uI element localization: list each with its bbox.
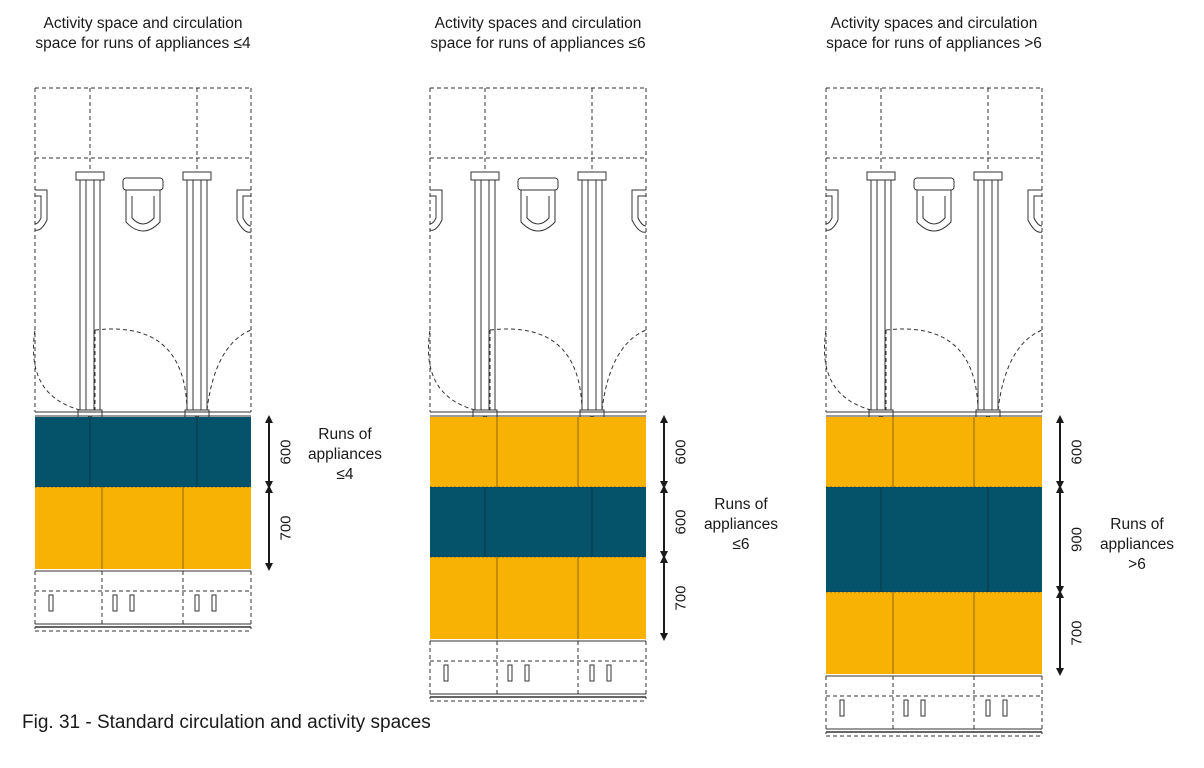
band-1-amber: [826, 417, 1042, 487]
dimension-label: 600: [278, 439, 295, 464]
door-swing: [885, 328, 979, 411]
panel-2-title: Activity spaces and circulation space fo…: [430, 15, 646, 52]
wc-cistern: [517, 177, 559, 191]
partition-cap: [866, 171, 896, 181]
band-1-teal: [35, 417, 251, 487]
band-3-amber: [430, 557, 646, 639]
partition-cap: [75, 171, 105, 181]
wc-pan: [125, 190, 161, 232]
door-swing: [824, 329, 872, 411]
wc-seat-partial: [34, 195, 42, 225]
door-swing: [489, 328, 583, 411]
band-3-amber: [826, 592, 1042, 674]
band-2-amber: [35, 487, 251, 569]
panel-2-runs-label: Runs of appliances ≤6: [703, 496, 779, 553]
panel-1-runs-label: Runs of appliances ≤4: [307, 426, 383, 483]
tap-fixture: [524, 664, 530, 682]
wc-pan: [520, 190, 556, 232]
tap-fixture: [1002, 699, 1008, 717]
dimension-label: 600: [673, 509, 690, 534]
wc-seat-partial: [825, 195, 833, 225]
panel-1: 600 700: [33, 87, 295, 632]
tap-fixture: [903, 699, 909, 717]
wc-pan-partial: [1027, 189, 1043, 233]
dimension-label: 900: [1069, 527, 1086, 552]
wc-pan-partial: [429, 189, 443, 231]
panel-3-title: Activity spaces and circulation space fo…: [826, 15, 1042, 52]
wc-seat: [526, 196, 550, 225]
door-swing: [206, 329, 252, 411]
door-swing: [601, 329, 647, 411]
partition-cap: [470, 171, 500, 181]
wc-seat-partial: [1033, 195, 1043, 227]
panel-3: 600 900 700: [824, 87, 1086, 737]
tap-fixture: [211, 594, 217, 612]
panel-3-runs-label: Runs of appliances >6: [1099, 516, 1175, 573]
dimension-label: 700: [278, 515, 295, 540]
dimension-label: 700: [673, 585, 690, 610]
wc-pan: [916, 190, 952, 232]
wc-cistern: [122, 177, 164, 191]
wc-pan-partial: [34, 189, 48, 231]
door-swing: [33, 329, 81, 411]
band-1-amber: [430, 417, 646, 487]
dimension-label: 600: [1069, 439, 1086, 464]
tap-fixture: [839, 699, 845, 717]
tap-fixture: [48, 594, 54, 612]
tap-fixture: [920, 699, 926, 717]
panel-1-title: Activity space and circulation space for…: [35, 15, 251, 52]
partition-cap: [182, 171, 212, 181]
wc-seat-partial: [242, 195, 252, 227]
door-swing: [997, 329, 1043, 411]
band-2-teal: [430, 487, 646, 557]
tap-fixture: [112, 594, 118, 612]
partition-cap: [577, 171, 607, 181]
wc-seat-partial: [429, 195, 437, 225]
tap-fixture: [507, 664, 513, 682]
wc-seat-partial: [637, 195, 647, 227]
tap-fixture: [443, 664, 449, 682]
wc-seat: [922, 196, 946, 225]
wc-pan-partial: [825, 189, 839, 231]
figure-caption: Fig. 31 - Standard circulation and activ…: [22, 712, 431, 733]
tap-fixture: [606, 664, 612, 682]
dimension-label: 700: [1069, 620, 1086, 645]
partition-cap: [973, 171, 1003, 181]
wc-pan-partial: [631, 189, 647, 233]
tap-fixture: [194, 594, 200, 612]
wc-seat: [131, 196, 155, 225]
band-2-teal: [826, 487, 1042, 592]
tap-fixture: [985, 699, 991, 717]
door-swing: [428, 329, 476, 411]
dimension-label: 600: [673, 439, 690, 464]
tap-fixture: [129, 594, 135, 612]
panel-2: 600 600 700: [428, 87, 690, 702]
door-swing: [94, 328, 188, 411]
wc-pan-partial: [236, 189, 252, 233]
tap-fixture: [589, 664, 595, 682]
wc-cistern: [913, 177, 955, 191]
